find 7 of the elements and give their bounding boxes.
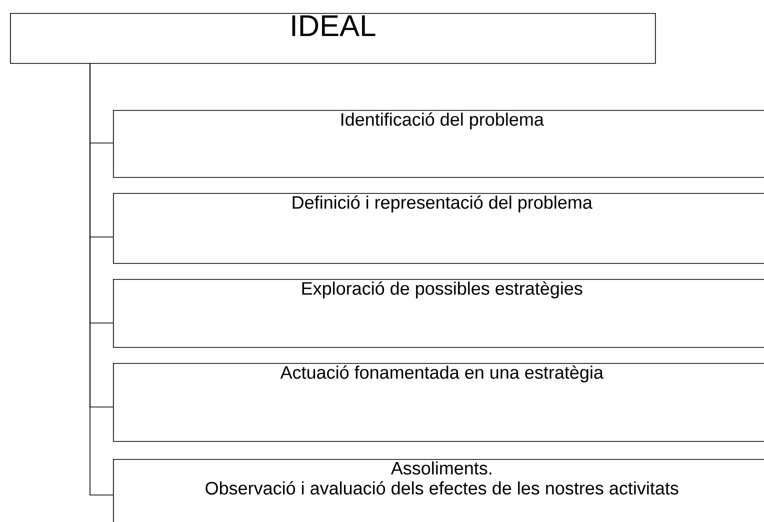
step-box: Definició i representació del problema xyxy=(113,193,764,264)
title-box: IDEAL xyxy=(10,13,656,64)
step-box: Actuació fonamentada en una estratègia xyxy=(113,363,764,442)
connector-line xyxy=(90,63,114,496)
step-box: Assoliments. Observació i avaluació dels efectes de les nostres activitats xyxy=(113,459,764,522)
step-box: Exploració de possibles estratègies xyxy=(113,279,764,348)
step-box: Identificació del problema xyxy=(113,110,764,178)
